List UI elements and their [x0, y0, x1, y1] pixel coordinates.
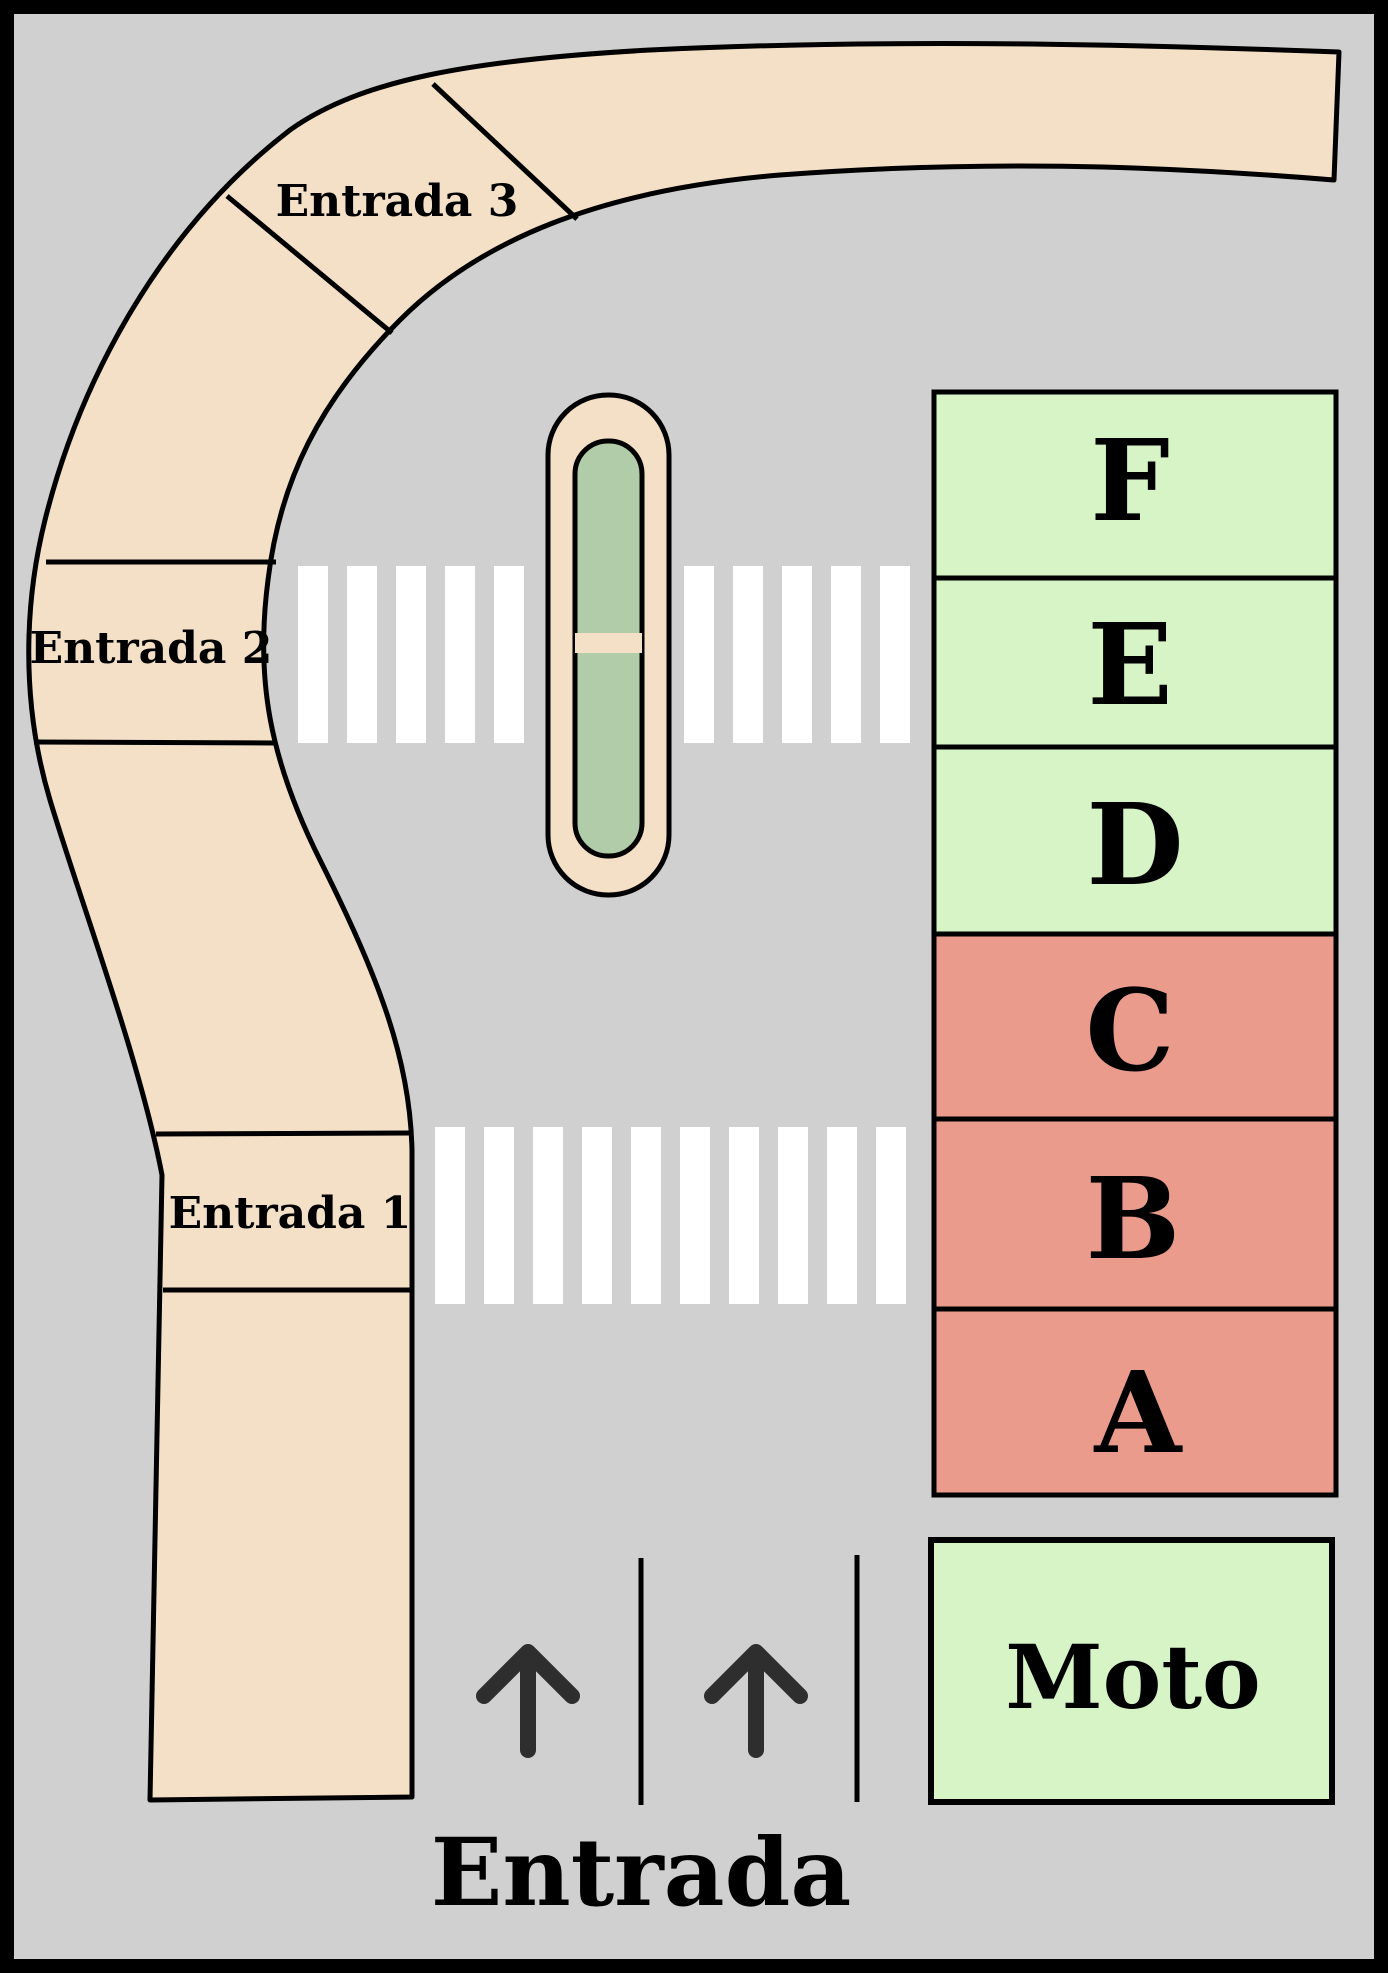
moto-label: Moto [1005, 1625, 1260, 1729]
zone-d[interactable] [931, 744, 1339, 937]
zone-a[interactable] [931, 1306, 1339, 1498]
entrada-3-label: Entrada 3 [276, 176, 519, 227]
zone-f-label: F [1090, 416, 1170, 547]
zone-c[interactable] [931, 931, 1339, 1122]
zone-c-label: C [1085, 966, 1174, 1097]
zone-f[interactable] [931, 389, 1339, 581]
crosswalk-lower [435, 1127, 906, 1304]
zone-e-label: E [1087, 600, 1172, 731]
main-entrance-label: Entrada [431, 1818, 851, 1928]
parking-zones: F E D C B A [931, 389, 1339, 1498]
median-island [545, 392, 672, 898]
entrada-2-label: Entrada 2 [30, 623, 273, 674]
zone-a-label: A [1094, 1348, 1184, 1479]
moto-zone[interactable] [928, 1537, 1335, 1805]
entrada-1-label: Entrada 1 [169, 1188, 412, 1239]
arrow-up-icon [704, 1644, 808, 1758]
sidewalk-path [26, 41, 1342, 1803]
crosswalk-upper [298, 566, 910, 743]
zone-b-label: B [1086, 1154, 1181, 1285]
zone-d-label: D [1086, 780, 1183, 911]
arrow-up-icon [476, 1644, 580, 1758]
zone-b[interactable] [931, 1116, 1339, 1312]
